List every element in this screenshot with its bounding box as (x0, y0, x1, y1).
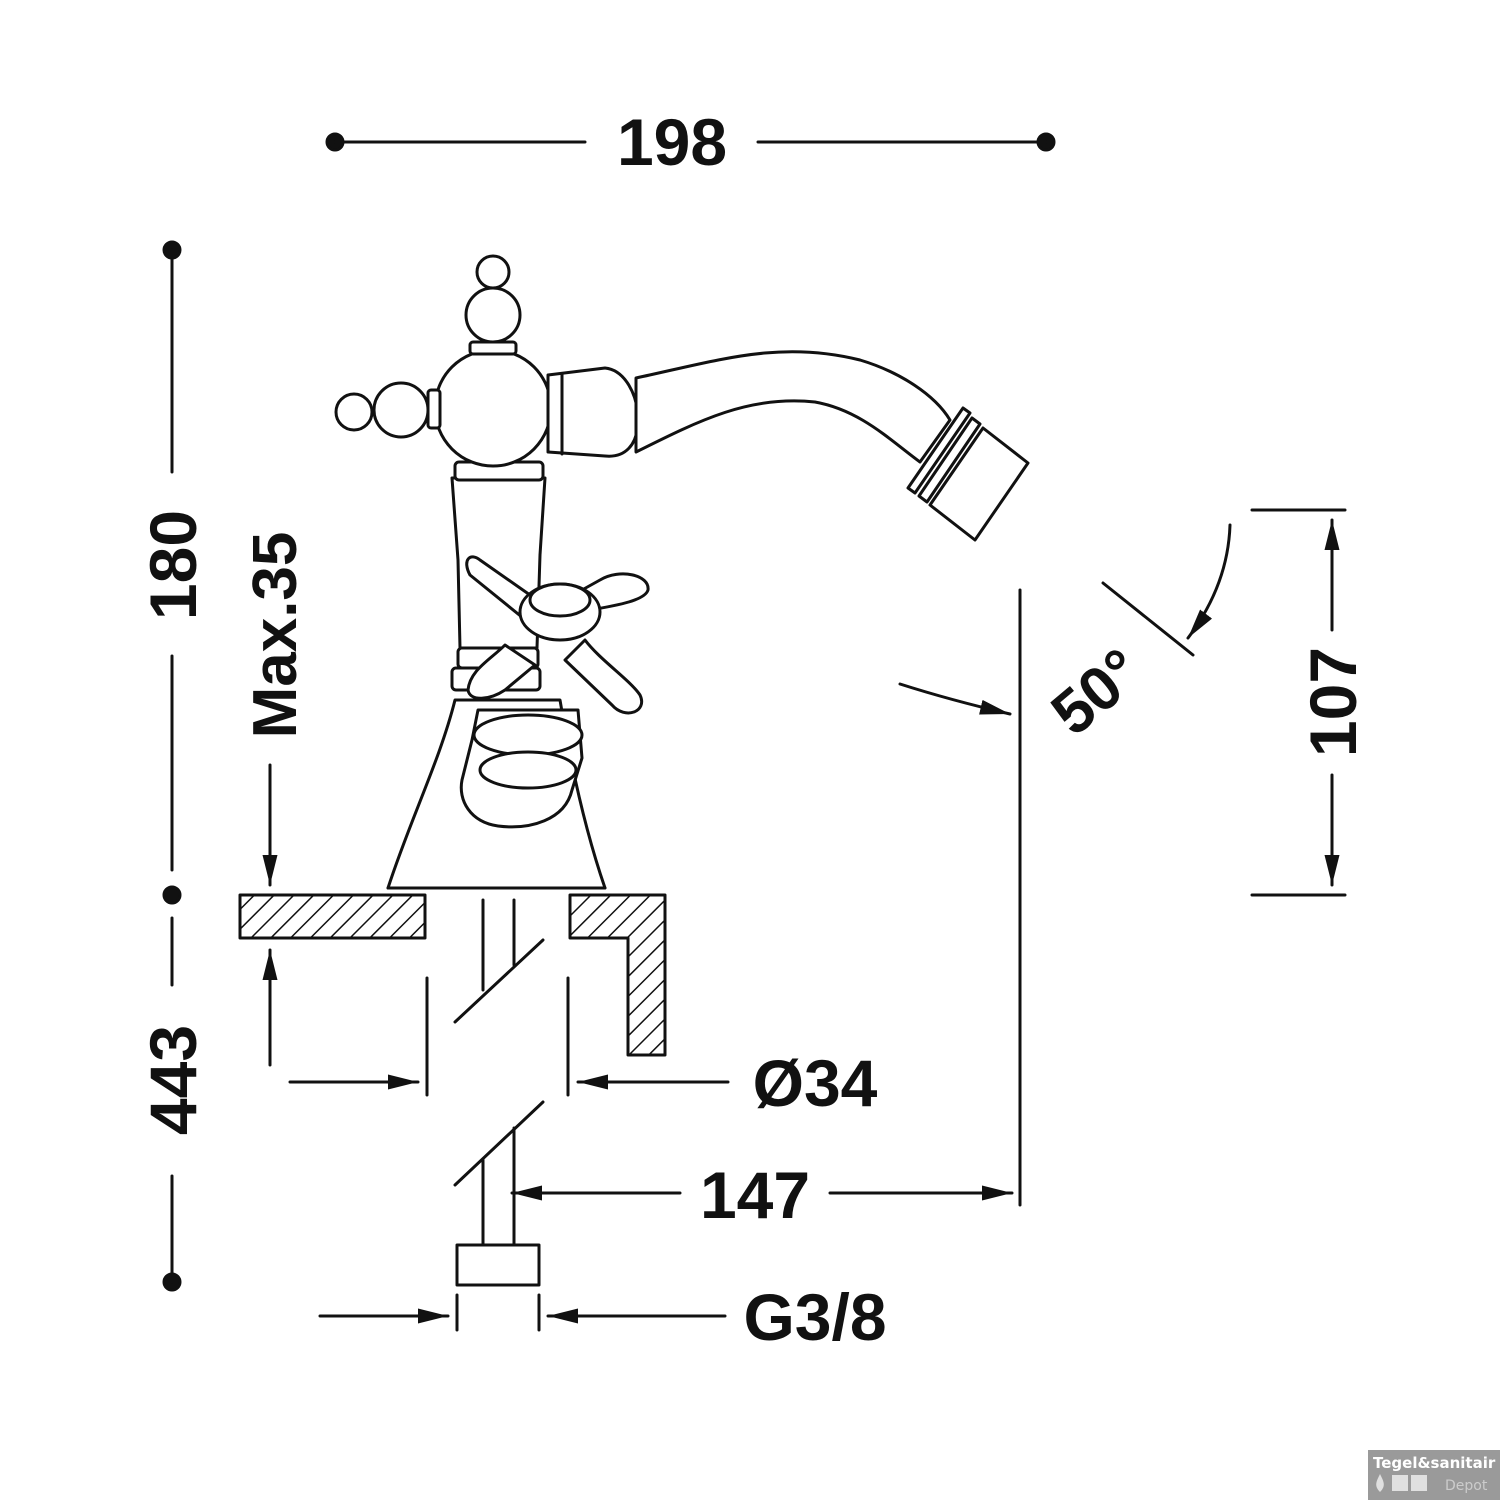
dimension-107: 107 (1296, 647, 1370, 757)
width-dimension-line (325, 132, 1056, 152)
reach-dimension-lines (510, 588, 1022, 1207)
faucet-body (334, 254, 1030, 890)
dimension-diameter-34: Ø34 (753, 1046, 878, 1120)
dimension-443: 443 (136, 1025, 210, 1135)
countertop-section (238, 893, 667, 1057)
watermark-logo-icon (1376, 1474, 1427, 1492)
angle-indicator (1101, 523, 1232, 657)
supply-hose (453, 898, 545, 1287)
dimension-180: 180 (136, 510, 210, 620)
dimension-198: 198 (617, 105, 727, 179)
cross-handle (459, 555, 650, 829)
hole-diameter-lines (288, 976, 730, 1097)
brand-watermark: Tegel&sanitair Depot (1368, 1450, 1500, 1500)
dimension-147: 147 (700, 1158, 810, 1232)
height-dimension-line (162, 240, 182, 1292)
dimension-g38: G3/8 (743, 1280, 886, 1354)
dimension-50-degrees: 50° (1039, 636, 1155, 749)
dimension-max35: Max.35 (241, 532, 310, 739)
thread-dimension-lines (318, 1293, 727, 1332)
watermark-line2: Depot (1445, 1478, 1488, 1494)
watermark-line1: Tegel&sanitair (1373, 1454, 1496, 1472)
spout-height-lines (1250, 508, 1347, 897)
